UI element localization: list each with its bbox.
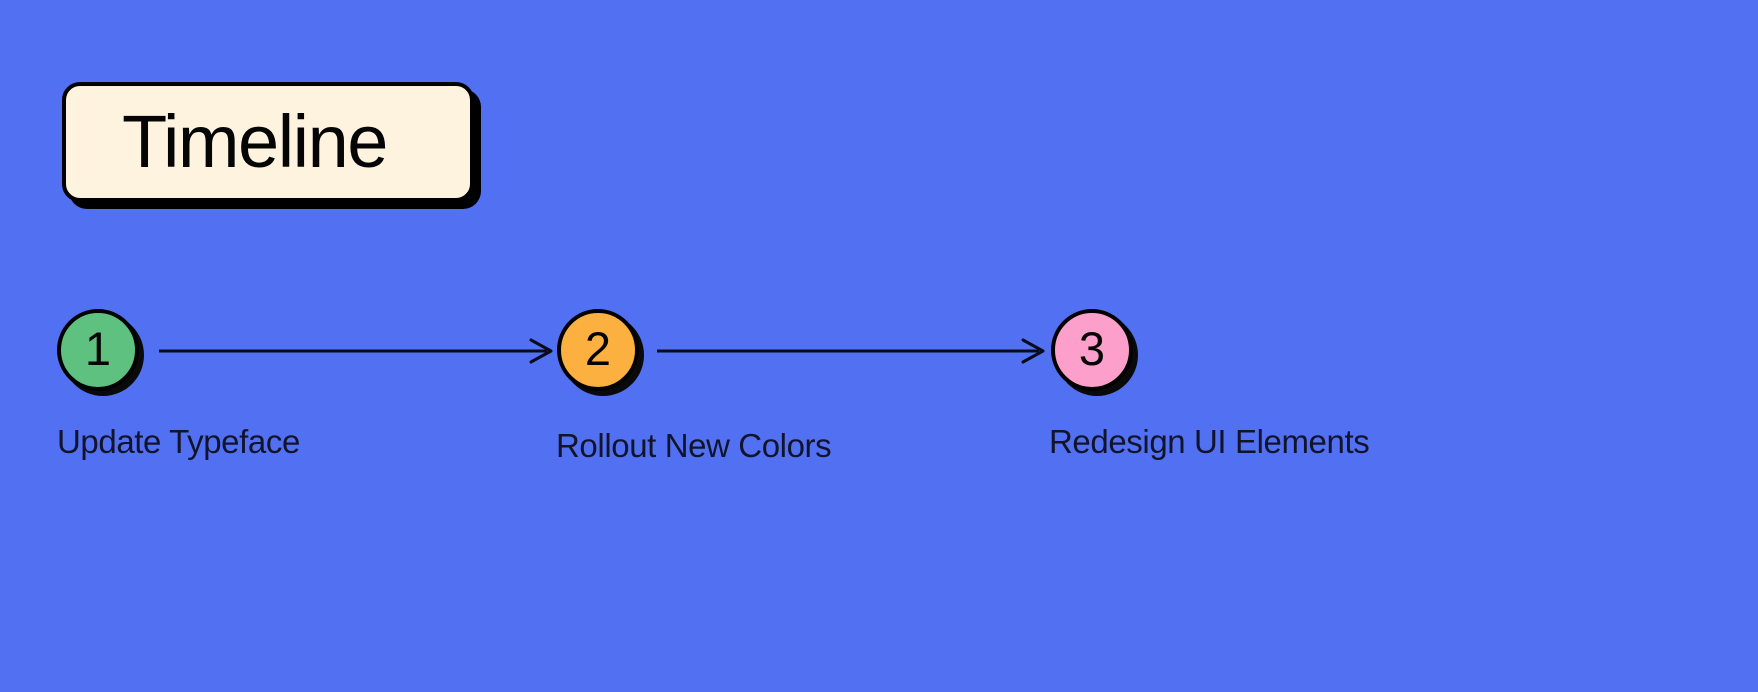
timeline-node-2-label: Rollout New Colors [556,427,832,464]
timeline-node-2-circle[interactable]: 2 [557,309,639,391]
arrow-right-icon [159,338,553,364]
connector-arrow-2 [657,338,1047,364]
timeline-node-2-number: 2 [584,321,612,375]
title-card: Timeline [62,82,474,202]
timeline-node-1-label: Update Typeface [57,423,300,460]
connector-arrow-1 [159,338,555,364]
timeline-node-3-number: 3 [1078,321,1106,375]
timeline-node-3-circle[interactable]: 3 [1051,309,1133,391]
timeline-node-1-number: 1 [84,321,112,375]
timeline-node-1-circle[interactable]: 1 [57,309,139,391]
arrow-right-icon [657,338,1045,364]
timeline-node-3-label: Redesign UI Elements [1049,423,1370,460]
timeline-track: 1 Update Typeface 2 Rollout New Colors [0,300,1758,560]
page-title: Timeline [122,100,388,183]
